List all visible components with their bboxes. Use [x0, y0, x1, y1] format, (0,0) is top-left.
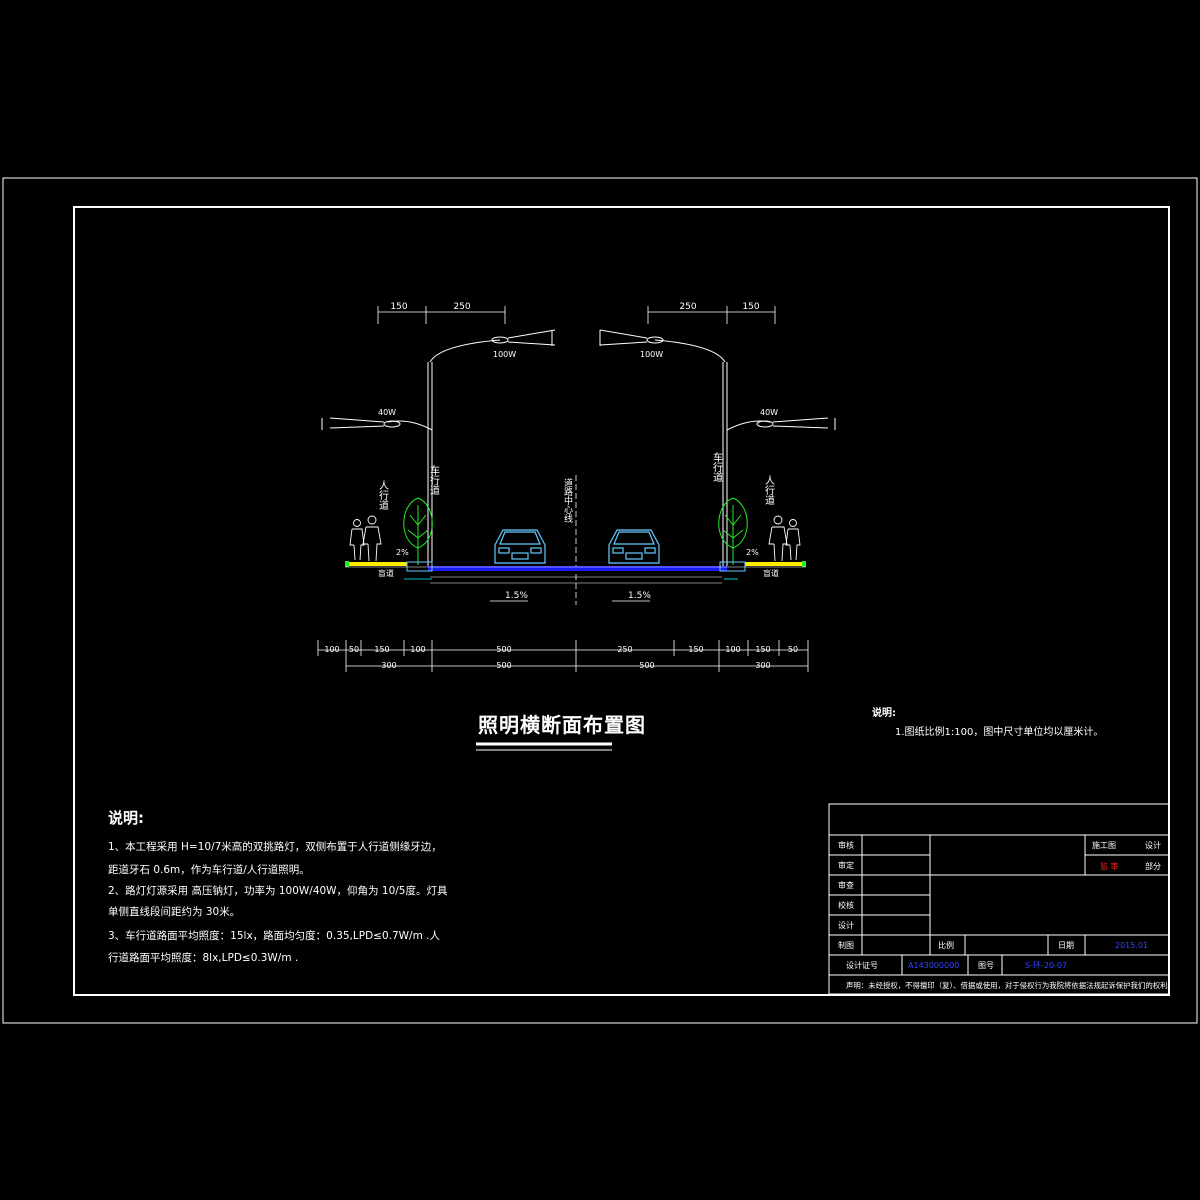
curb-left	[406, 561, 433, 572]
car-left	[494, 529, 546, 564]
bdim-4: 100	[410, 645, 425, 654]
bottom-dims	[317, 640, 809, 672]
tb-part-label: 部分	[1145, 861, 1161, 871]
sidewalk-edge-left	[345, 561, 349, 567]
sidewalk-left	[347, 562, 407, 566]
scale-note-text: 1.图纸比例1:100，图中尺寸单位均以厘米计。	[895, 725, 1103, 738]
notes-line-2: 距道牙石 0.6m，作为车行道/人行道照明。	[108, 863, 310, 876]
bdim-3: 150	[374, 645, 389, 654]
pedestrians-left	[349, 515, 382, 562]
left-sidewalk-label: 人行道	[377, 480, 389, 510]
top-dim-right-1: 250	[679, 302, 696, 312]
bdim-7: 150	[688, 645, 703, 654]
tb-label-design: 设计	[838, 920, 854, 930]
tb-cert-label: 设计证号	[846, 960, 878, 970]
bdim2-3: 500	[639, 661, 654, 670]
pct-left: 2%	[396, 548, 409, 557]
pedestrians-right	[768, 515, 801, 562]
bdim-2: 50	[349, 645, 359, 654]
notes-line-1: 1、本工程采用 H=10/7米高的双挑路灯，双侧布置于人行道侧缘牙边，	[108, 840, 442, 853]
drawing-title: 照明横断面布置图	[478, 713, 646, 737]
notes-line-4: 单侧直线段间距约为 30米。	[108, 905, 240, 918]
outer-frame	[2, 177, 1198, 1024]
tb-stage: 施工图	[1092, 840, 1116, 850]
general-notes: 说明: 1、本工程采用 H=10/7米高的双挑路灯，双侧布置于人行道侧缘牙边， …	[108, 809, 448, 964]
sidewalk-edge-right	[802, 561, 806, 567]
car-right	[608, 529, 660, 564]
lamp-power-left-low: 40W	[378, 408, 396, 417]
tb-drawing-no-value: S-环-20-07	[1025, 961, 1067, 970]
title-block	[828, 803, 1170, 995]
top-dim-left-1: 150	[390, 302, 407, 312]
top-dim-right-2: 150	[742, 302, 759, 312]
blind-lane-left: 盲道	[378, 568, 394, 578]
tb-label-inspect: 审查	[838, 880, 854, 890]
notes-title: 说明:	[108, 809, 144, 827]
tb-red-text: 监 审	[1100, 861, 1119, 871]
tb-label-draw: 制图	[838, 940, 854, 950]
tree-right	[718, 497, 748, 565]
inner-frame	[73, 206, 1170, 996]
notes-line-3: 2、路灯灯源采用 高压钠灯，功率为 100W/40W，仰角为 10/5度。灯具	[108, 884, 448, 897]
slope-left: 1.5%	[505, 591, 528, 601]
bdim-6: 250	[617, 645, 632, 654]
centerline-label: 道路中心线	[562, 477, 573, 523]
right-lane-label: 车行道	[711, 451, 723, 482]
top-dimensions	[377, 306, 776, 324]
tb-cert-value: A143000000	[908, 961, 959, 970]
bdim-10: 50	[788, 645, 798, 654]
tb-disclaimer: 声明：未经授权，不得擅印（复）、借据或使用，对于侵权行为我院将依据法规起诉保护我…	[846, 981, 1175, 990]
left-lamp-pole	[321, 329, 556, 566]
tb-design-label: 设计	[1145, 840, 1161, 850]
road-surface	[428, 566, 727, 571]
right-sidewalk-label: 人行道	[763, 475, 775, 505]
tb-date-label: 日期	[1058, 941, 1074, 950]
tb-scale-label: 比例	[938, 940, 954, 950]
pct-right: 2%	[746, 548, 759, 557]
bdim2-2: 500	[496, 661, 511, 670]
cross-section: 150 250 250 150	[317, 302, 1103, 751]
notes-line-5: 3、车行道路面平均照度：15lx，路面均匀度：0.35,LPD≤0.7W/m .…	[108, 929, 440, 942]
tb-label-check: 校核	[838, 900, 854, 910]
tb-drawing-no-label: 图号	[978, 961, 994, 970]
lamp-power-right-low: 40W	[760, 408, 778, 417]
bdim-5: 500	[496, 645, 511, 654]
tb-date-value: 2015.01	[1115, 941, 1148, 950]
tb-label-approve: 审定	[838, 860, 854, 870]
top-dim-left-2: 250	[453, 302, 470, 312]
curb-right	[719, 561, 746, 572]
blind-lane-right: 盲道	[763, 568, 779, 578]
right-lamp-pole	[599, 329, 836, 566]
tb-label-review: 审核	[838, 840, 854, 850]
tree-left	[403, 497, 433, 565]
lamp-power-left-high: 100W	[493, 350, 516, 359]
slope-right: 1.5%	[628, 591, 651, 601]
bdim2-1: 300	[381, 661, 396, 670]
bdim-8: 100	[725, 645, 740, 654]
bdim-9: 150	[755, 645, 770, 654]
left-lane-label: 车行道	[428, 464, 440, 495]
sidewalk-right	[745, 562, 805, 566]
lamp-power-right-high: 100W	[640, 350, 663, 359]
scale-note-title: 说明:	[872, 706, 896, 719]
bdim-1: 100	[324, 645, 339, 654]
notes-line-6: 行道路面平均照度：8lx,LPD≤0.3W/m .	[108, 951, 298, 964]
bdim2-4: 300	[755, 661, 770, 670]
